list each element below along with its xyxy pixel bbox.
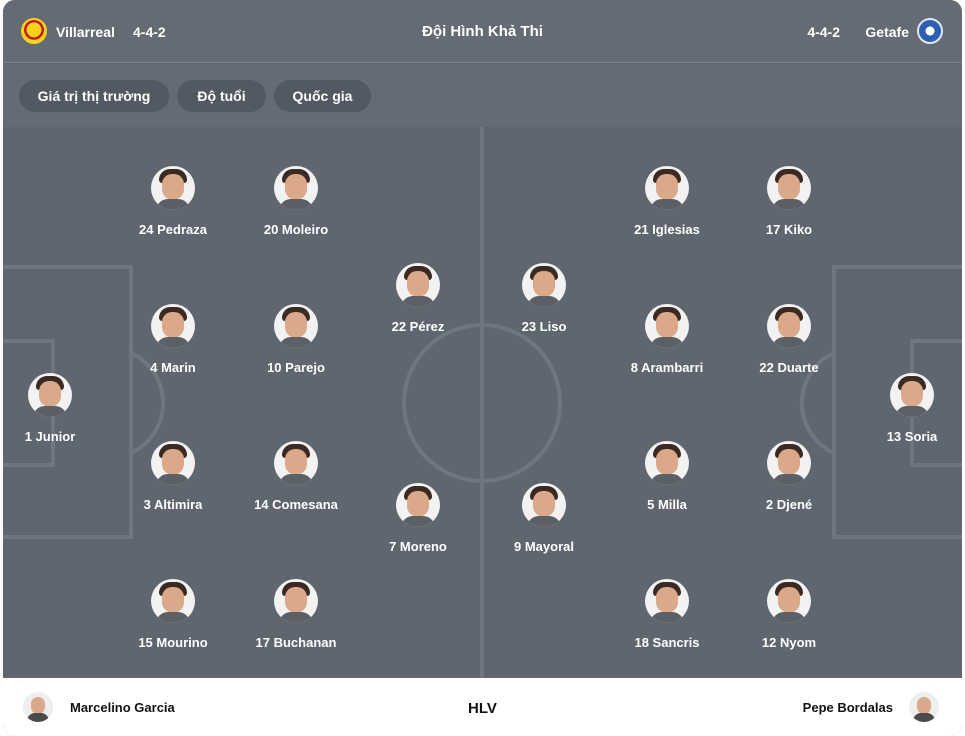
- away-coach-name[interactable]: Pepe Bordalas: [802, 700, 893, 715]
- player-photo: [522, 263, 566, 307]
- center-circle: [402, 323, 562, 483]
- coach-label: HLV: [468, 700, 497, 717]
- player-moleiro[interactable]: 20 Moleiro: [221, 166, 371, 237]
- home-coach-name[interactable]: Marcelino Garcia: [70, 700, 175, 715]
- player-label: 14 Comesana: [254, 497, 338, 512]
- player-label: 13 Soria: [886, 429, 938, 444]
- player-photo: [274, 579, 318, 623]
- player-pedraza[interactable]: 24 Pedraza: [98, 166, 248, 237]
- player-kiko[interactable]: 17 Kiko: [714, 166, 864, 237]
- player-photo: [890, 373, 934, 417]
- player-label: 24 Pedraza: [139, 222, 207, 237]
- filter-bar: Giá trị thị trường Độ tuổi Quốc gia: [3, 64, 962, 127]
- player-label: 5 Milla: [647, 497, 687, 512]
- player-photo: [28, 373, 72, 417]
- player-label: 17 Kiko: [765, 222, 813, 237]
- player-photo: [767, 304, 811, 348]
- getafe-logo-icon[interactable]: [917, 18, 943, 44]
- player-label: 12 Nyom: [761, 635, 817, 650]
- player-arambarri[interactable]: 8 Arambarri: [592, 304, 742, 375]
- player-buchanan[interactable]: 17 Buchanan: [221, 579, 371, 650]
- player-duarte[interactable]: 22 Duarte: [714, 304, 864, 375]
- player-label: 3 Altimira: [143, 497, 203, 512]
- player-photo: [151, 441, 195, 485]
- player-perez[interactable]: 22 Pérez: [343, 263, 493, 334]
- player-mayoral[interactable]: 9 Mayoral: [469, 483, 619, 554]
- player-photo: [767, 166, 811, 210]
- coach-bar: Marcelino Garcia HLV Pepe Bordalas: [3, 678, 962, 736]
- lineup-header: Villarreal 4-4-2 Đội Hình Khả Thi 4-4-2 …: [3, 0, 962, 63]
- player-photo: [396, 263, 440, 307]
- player-label: 20 Moleiro: [263, 222, 329, 237]
- player-label: 18 Sancris: [634, 635, 700, 650]
- player-altimira[interactable]: 3 Altimira: [98, 441, 248, 512]
- player-label: 8 Arambarri: [630, 360, 704, 375]
- home-formation: 4-4-2: [133, 24, 166, 40]
- player-mourino[interactable]: 15 Mourino: [98, 579, 248, 650]
- player-photo: [645, 441, 689, 485]
- filter-country[interactable]: Quốc gia: [274, 80, 371, 112]
- player-label: 2 Djené: [765, 497, 813, 512]
- filter-market-value[interactable]: Giá trị thị trường: [19, 80, 169, 112]
- away-penalty-box: [832, 265, 962, 539]
- villarreal-logo-icon[interactable]: [21, 18, 47, 44]
- player-label: 22 Pérez: [391, 319, 445, 334]
- player-iglesias[interactable]: 21 Iglesias: [592, 166, 742, 237]
- player-marin[interactable]: 4 Marin: [98, 304, 248, 375]
- player-junior[interactable]: 1 Junior: [3, 373, 125, 444]
- away-coach-avatar[interactable]: [909, 692, 939, 722]
- lineup-card: Villarreal 4-4-2 Đội Hình Khả Thi 4-4-2 …: [3, 0, 962, 736]
- player-soria[interactable]: 13 Soria: [837, 373, 962, 444]
- pitch-markings: [3, 127, 962, 678]
- player-moreno[interactable]: 7 Moreno: [343, 483, 493, 554]
- player-photo: [151, 166, 195, 210]
- player-label: 10 Parejo: [267, 360, 325, 375]
- home-penalty-box: [3, 265, 133, 539]
- player-photo: [151, 579, 195, 623]
- player-djene[interactable]: 2 Djené: [714, 441, 864, 512]
- player-label: 21 Iglesias: [634, 222, 700, 237]
- player-label: 17 Buchanan: [255, 635, 337, 650]
- player-photo: [396, 483, 440, 527]
- player-photo: [274, 166, 318, 210]
- player-photo: [767, 579, 811, 623]
- player-label: 15 Mourino: [138, 635, 208, 650]
- player-milla[interactable]: 5 Milla: [592, 441, 742, 512]
- pitch: 1 Junior 24 Pedraza 4 Marin 3 Altimira 1…: [3, 127, 962, 678]
- player-label: 7 Moreno: [389, 539, 447, 554]
- home-penalty-arc: [130, 351, 166, 455]
- away-penalty-arc: [799, 351, 835, 455]
- player-label: 1 Junior: [24, 429, 76, 444]
- away-formation: 4-4-2: [807, 24, 840, 40]
- player-photo: [645, 166, 689, 210]
- filter-age[interactable]: Độ tuổi: [177, 80, 266, 112]
- lineup-title: Đội Hình Khả Thi: [422, 23, 543, 40]
- player-photo: [522, 483, 566, 527]
- player-label: 23 Liso: [521, 319, 567, 334]
- player-photo: [767, 441, 811, 485]
- player-sancris[interactable]: 18 Sancris: [592, 579, 742, 650]
- player-nyom[interactable]: 12 Nyom: [714, 579, 864, 650]
- home-coach-avatar[interactable]: [23, 692, 53, 722]
- player-liso[interactable]: 23 Liso: [469, 263, 619, 334]
- away-team-name[interactable]: Getafe: [865, 24, 909, 40]
- player-photo: [645, 579, 689, 623]
- player-photo: [274, 304, 318, 348]
- player-label: 22 Duarte: [759, 360, 819, 375]
- player-label: 9 Mayoral: [514, 539, 574, 554]
- player-comesana[interactable]: 14 Comesana: [221, 441, 371, 512]
- player-parejo[interactable]: 10 Parejo: [221, 304, 371, 375]
- player-photo: [274, 441, 318, 485]
- player-label: 4 Marin: [150, 360, 196, 375]
- player-photo: [151, 304, 195, 348]
- home-team-name[interactable]: Villarreal: [56, 24, 115, 40]
- player-photo: [645, 304, 689, 348]
